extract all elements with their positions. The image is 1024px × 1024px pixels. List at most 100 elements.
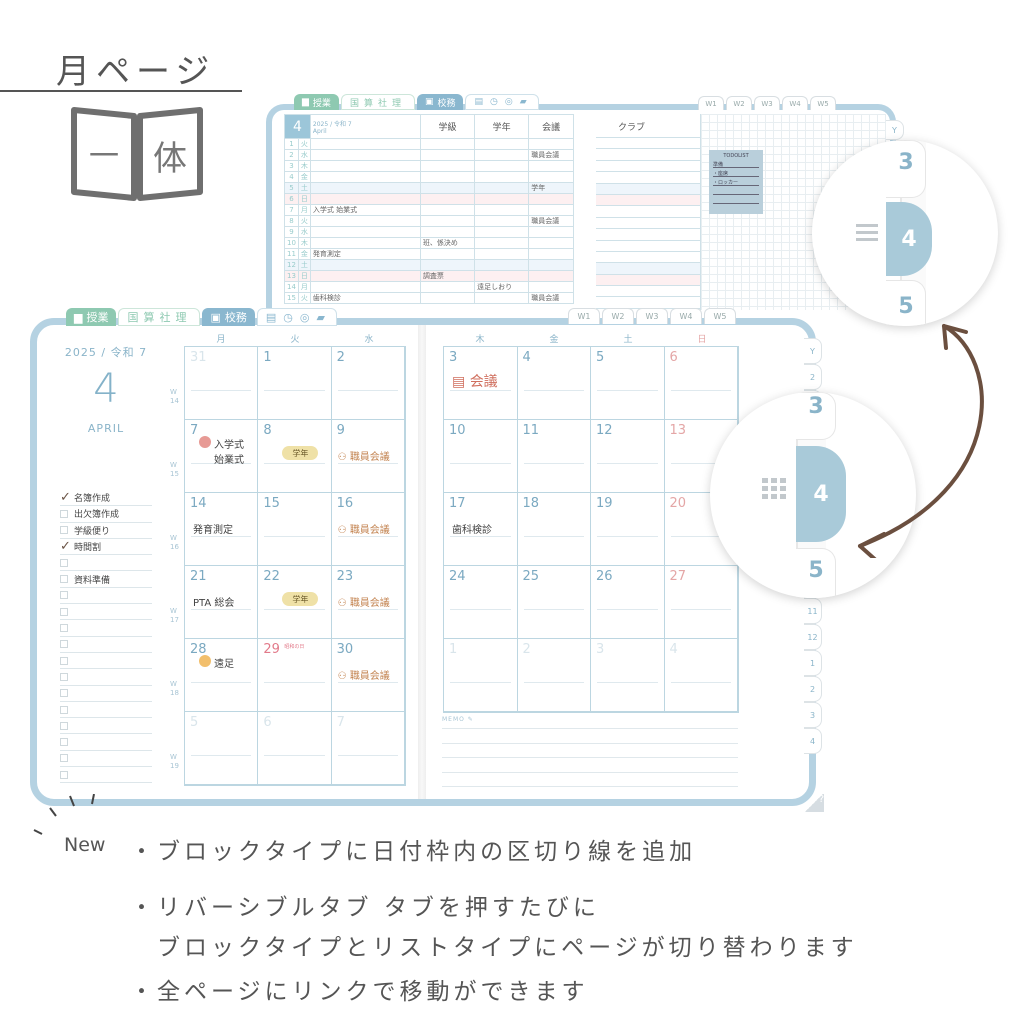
day-cell[interactable]: 16⚇ 職員会議 [331, 493, 405, 566]
checkbox[interactable] [60, 689, 68, 698]
checklist-item[interactable] [60, 686, 152, 702]
day-cell[interactable]: 12 [591, 420, 665, 493]
checklist-item[interactable] [60, 734, 152, 751]
checklist-item[interactable]: 学級便り [60, 523, 152, 539]
checkmark-icon[interactable]: ✓ [60, 538, 71, 554]
checkbox[interactable] [60, 509, 68, 518]
checkbox[interactable] [60, 640, 68, 649]
memo-line[interactable] [442, 786, 738, 801]
day-cell[interactable]: 25 [517, 566, 591, 639]
day-cell[interactable]: 9⚇ 職員会議 [331, 420, 405, 493]
day-cell[interactable]: 15 [258, 493, 332, 566]
day-cell[interactable]: 6 [664, 347, 738, 420]
checklist-item[interactable] [60, 669, 152, 686]
memo-line[interactable] [442, 757, 738, 772]
month-tab[interactable]: 12 [804, 624, 822, 650]
day-cell[interactable]: 18 [517, 493, 591, 566]
checklist-item[interactable] [60, 702, 152, 719]
checkbox[interactable] [60, 575, 68, 584]
checkbox[interactable] [60, 672, 68, 681]
checklist-item[interactable] [60, 653, 152, 670]
tab-tools[interactable]: ▤◷◎▰ [465, 94, 539, 110]
week-tab-2[interactable]: W2 [602, 308, 634, 324]
day-cell[interactable]: 5 [185, 712, 259, 785]
checklist-item[interactable]: 資料準備 [60, 571, 152, 588]
week-tab-1[interactable]: W1 [698, 96, 724, 110]
day-cell[interactable]: 24 [444, 566, 518, 639]
tab-class[interactable]: ▆授業 [66, 308, 117, 326]
checkbox[interactable] [60, 656, 68, 665]
month-tab[interactable]: 11 [804, 598, 822, 624]
memo-line[interactable] [442, 728, 738, 743]
month-tab[interactable]: 2 [804, 676, 822, 702]
day-cell[interactable]: 3▤ 会議 [444, 347, 518, 420]
month-tab[interactable]: 2 [804, 364, 822, 390]
help-button[interactable]: ? [804, 794, 824, 812]
checklist-item[interactable] [60, 637, 152, 653]
checklist-item[interactable] [60, 751, 152, 768]
day-cell[interactable]: 2 [517, 639, 591, 712]
tab-class[interactable]: ▆授業 [294, 94, 339, 110]
checkbox[interactable] [60, 624, 68, 633]
month-tab-5[interactable]: 5 [808, 558, 824, 583]
day-cell[interactable]: 23⚇ 職員会議 [331, 566, 405, 639]
checkmark-icon[interactable]: ✓ [60, 489, 71, 505]
week-tab-3[interactable]: W3 [636, 308, 668, 324]
day-cell[interactable]: 6 [258, 712, 332, 785]
week-tab-5[interactable]: W5 [810, 96, 836, 110]
tab-tools[interactable]: ▤◷◎▰ [256, 308, 337, 326]
month-tab[interactable]: 3 [804, 702, 822, 728]
day-cell[interactable]: 4 [664, 639, 738, 712]
month-tab-4-active[interactable]: 4 [796, 446, 846, 542]
checkbox[interactable] [60, 754, 68, 763]
day-cell[interactable]: 1 [444, 639, 518, 712]
checkbox[interactable] [60, 705, 68, 714]
day-cell[interactable]: 7 [331, 712, 405, 785]
week-tab-4[interactable]: W4 [670, 308, 702, 324]
checkbox[interactable] [60, 770, 68, 779]
month-tab[interactable]: 4 [804, 728, 822, 754]
day-cell[interactable]: 1 [258, 347, 332, 420]
month-tab-3[interactable]: 3 [898, 150, 914, 175]
day-cell[interactable]: 26 [591, 566, 665, 639]
month-tab-4-active[interactable]: 4 [886, 202, 932, 276]
tab-subjects[interactable]: 国算社理 [340, 94, 415, 110]
day-cell[interactable]: 30⚇ 職員会議 [331, 639, 405, 712]
day-cell[interactable]: 5 [591, 347, 665, 420]
checklist-item[interactable]: 出欠簿作成 [60, 506, 152, 523]
week-tab-5[interactable]: W5 [704, 308, 736, 324]
checklist-item[interactable]: ✓時間割 [60, 538, 152, 556]
tab-duty[interactable]: ▣校務 [416, 94, 464, 110]
week-tab-1[interactable]: W1 [568, 308, 600, 324]
checklist-item[interactable]: ✓名簿作成 [60, 489, 152, 507]
checklist-item[interactable] [60, 767, 152, 784]
checkbox[interactable] [60, 558, 68, 567]
week-tab-2[interactable]: W2 [726, 96, 752, 110]
month-tab-5[interactable]: 5 [898, 294, 914, 319]
checkbox[interactable] [60, 607, 68, 616]
month-tab[interactable]: Y [804, 338, 822, 364]
year-tab[interactable]: Y [886, 120, 904, 140]
week-tab-3[interactable]: W3 [754, 96, 780, 110]
checkbox[interactable] [60, 526, 68, 535]
day-cell[interactable]: 11 [517, 420, 591, 493]
checkbox[interactable] [60, 721, 68, 730]
day-cell[interactable]: 3 [591, 639, 665, 712]
